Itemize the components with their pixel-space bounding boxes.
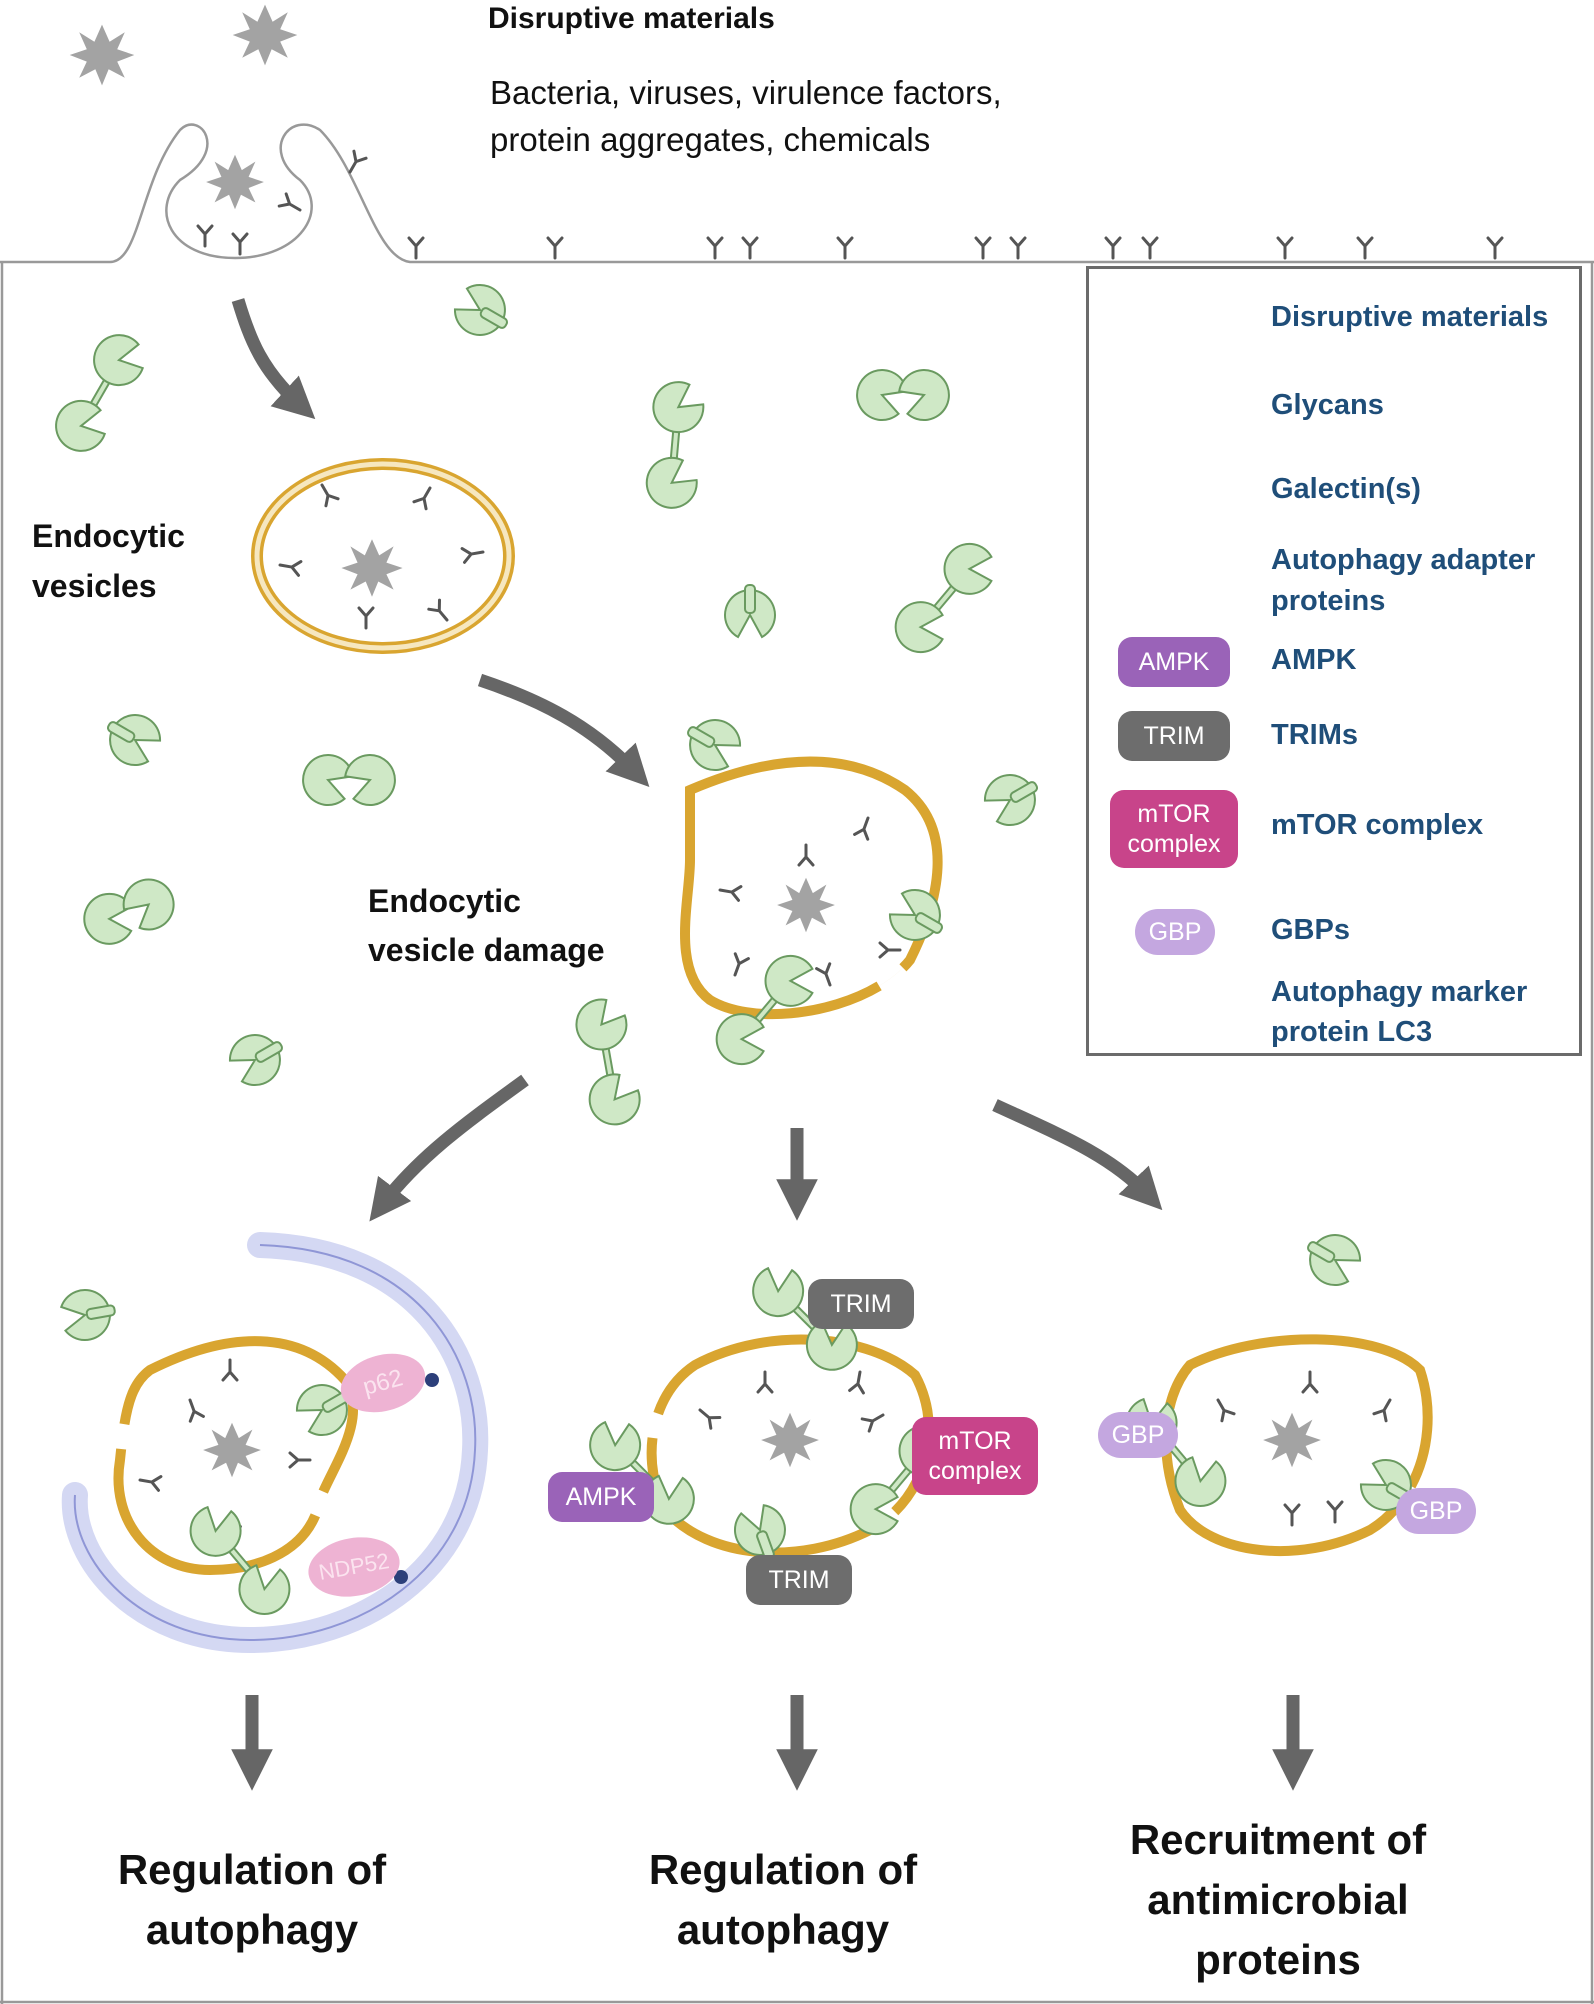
right-panel [1103,1334,1433,1557]
legend-disruptive-label: Disruptive materials [1271,301,1549,333]
header-subtitle-line2: protein aggregates, chemicals [490,121,931,158]
header-subtitle-line1: Bacteria, viruses, virulence factors, [490,74,1002,111]
cargo-icon [69,24,135,86]
intact-vesicle [251,458,515,654]
legend-mtor-pill-line2: complex [1127,830,1221,858]
outcome-right: Recruitment of antimicrobial proteins [1078,1810,1478,1990]
endocytic-vesicles-label-2: vesicles [32,568,157,604]
trim-bottom-pill: TRIM [746,1555,852,1605]
header-title: Disruptive materials [488,2,775,35]
outcome-left-line1: Regulation of [117,1846,387,1893]
legend-ampk-label: AMPK [1271,644,1357,676]
legend-ampk-pill: AMPK [1118,637,1230,687]
middle-panel [567,1244,971,1566]
endocytic-vesicles-label-1: Endocytic [32,518,185,554]
outcome-middle: Regulation of autophagy [583,1840,983,1960]
outcome-left: Regulation of autophagy [52,1840,452,1960]
legend-glycans-label: Glycans [1271,389,1384,421]
cargo-icon [206,154,264,210]
damaged-vesicle [680,756,953,1088]
gbp-right-pill: GBP [1396,1488,1476,1534]
mtor-pill: mTOR complex [912,1417,1038,1495]
mtor-pill-line1: mTOR [938,1427,1012,1455]
outcome-middle-line1: Regulation of [648,1846,918,1893]
outcome-middle-line2: autophagy [676,1906,890,1953]
legend-adapter-label-1: Autophagy adapter [1271,544,1536,576]
legend-gbps-label: GBPs [1271,914,1350,946]
outcome-left-line2: autophagy [145,1906,359,1953]
vesicle-damage-label-1: Endocytic [368,883,521,919]
legend-mtor-pill-line1: mTOR [1137,800,1211,828]
outcome-right-line2: antimicrobial [1147,1876,1409,1923]
vesicle-damage-label-2: vesicle damage [368,932,605,968]
cargo-icon [232,4,298,66]
mtor-pill-line2: complex [928,1457,1022,1485]
trim-top-pill: TRIM [808,1279,914,1329]
gbp-left-pill: GBP [1098,1412,1178,1458]
outcome-right-line3: proteins [1195,1936,1361,1983]
cell-membrane [0,123,1594,264]
legend-trims-label: TRIMs [1271,719,1358,751]
process-arrows [231,298,1314,1791]
legend-lc3-label-1: Autophagy marker [1271,976,1528,1008]
left-panel [61,1232,489,1654]
legend-lc3-label-2: protein LC3 [1271,1016,1433,1048]
legend-mtor-label: mTOR complex [1271,809,1484,841]
legend-trim-pill: TRIM [1118,711,1230,761]
membrane-glycans [196,149,1504,260]
legend-gbp-pill: GBP [1135,909,1215,955]
ampk-pill: AMPK [548,1472,654,1522]
legend-galectins-label: Galectin(s) [1271,473,1421,505]
legend-mtor-pill: mTOR complex [1110,790,1238,868]
legend-adapter-label-2: proteins [1271,585,1386,617]
outcome-right-line1: Recruitment of [1129,1816,1427,1863]
